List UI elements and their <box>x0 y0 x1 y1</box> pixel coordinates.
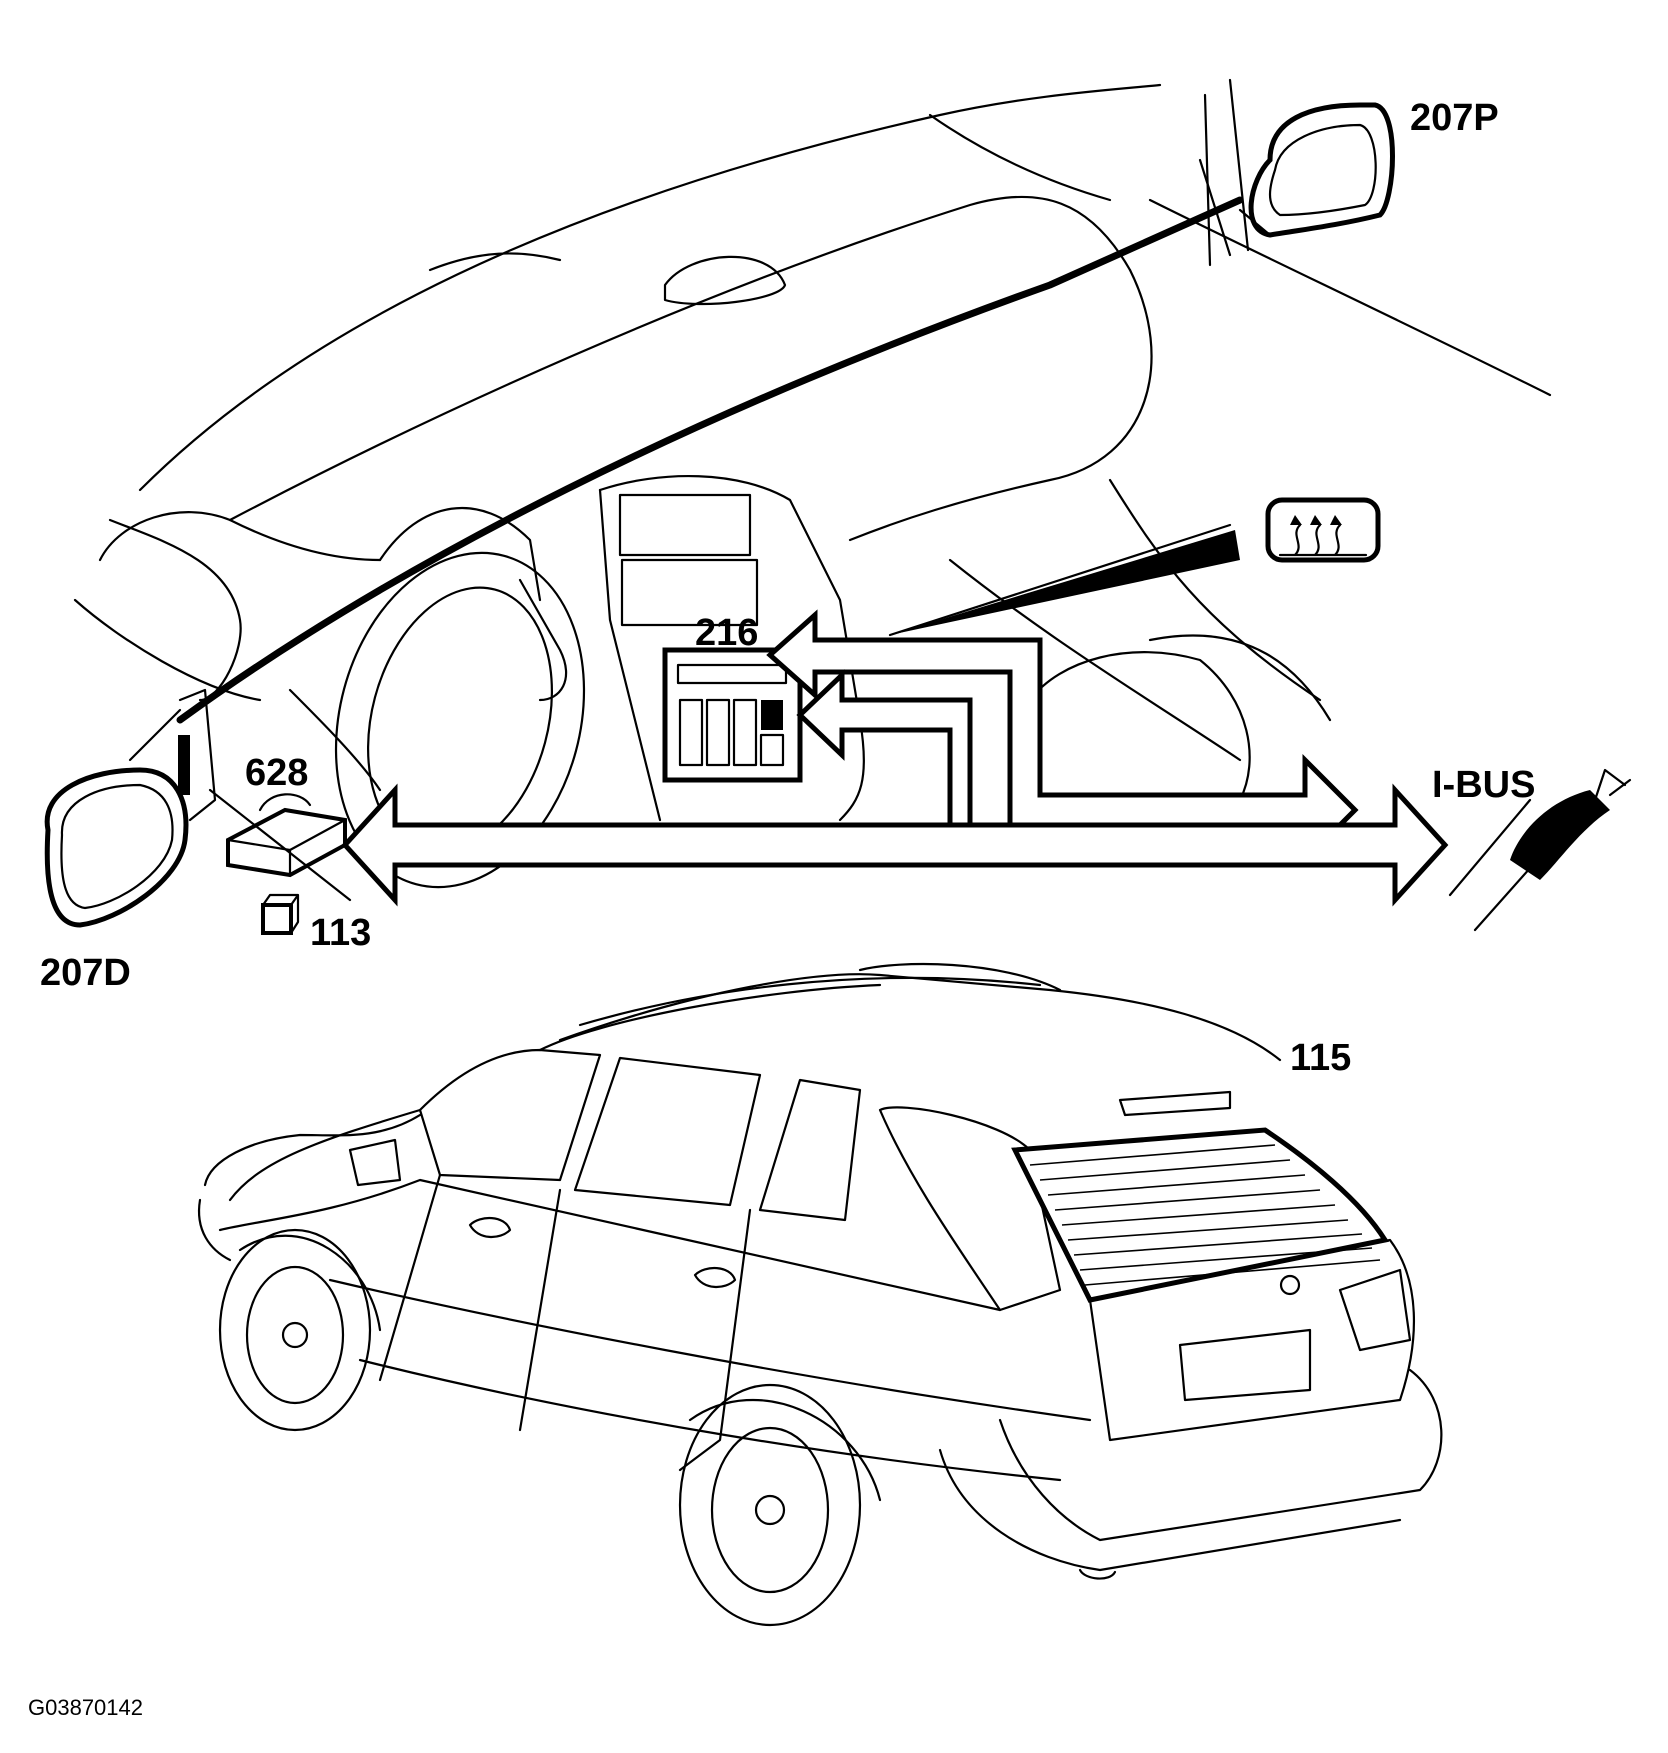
figure-id: G03870142 <box>28 1695 143 1720</box>
dashboard-illustration <box>73 78 1552 889</box>
label-207d: 207D <box>40 952 131 994</box>
label-207p: 207P <box>1410 97 1499 139</box>
label-115: 115 <box>1290 1037 1351 1079</box>
rear-defrost-icon <box>1265 497 1381 563</box>
bus-connector-icon <box>1448 768 1632 932</box>
label-i-bus: I-BUS <box>1432 764 1535 806</box>
mirror-passenger <box>1238 102 1395 238</box>
label-628: 628 <box>245 752 308 794</box>
bus-arrows <box>341 609 1449 907</box>
car-illustration <box>197 962 1443 1627</box>
label-216: 216 <box>695 612 758 654</box>
mirror-driver <box>44 688 217 928</box>
module-628 <box>208 788 352 902</box>
connector-113 <box>261 893 300 935</box>
label-113: 113 <box>310 912 371 954</box>
